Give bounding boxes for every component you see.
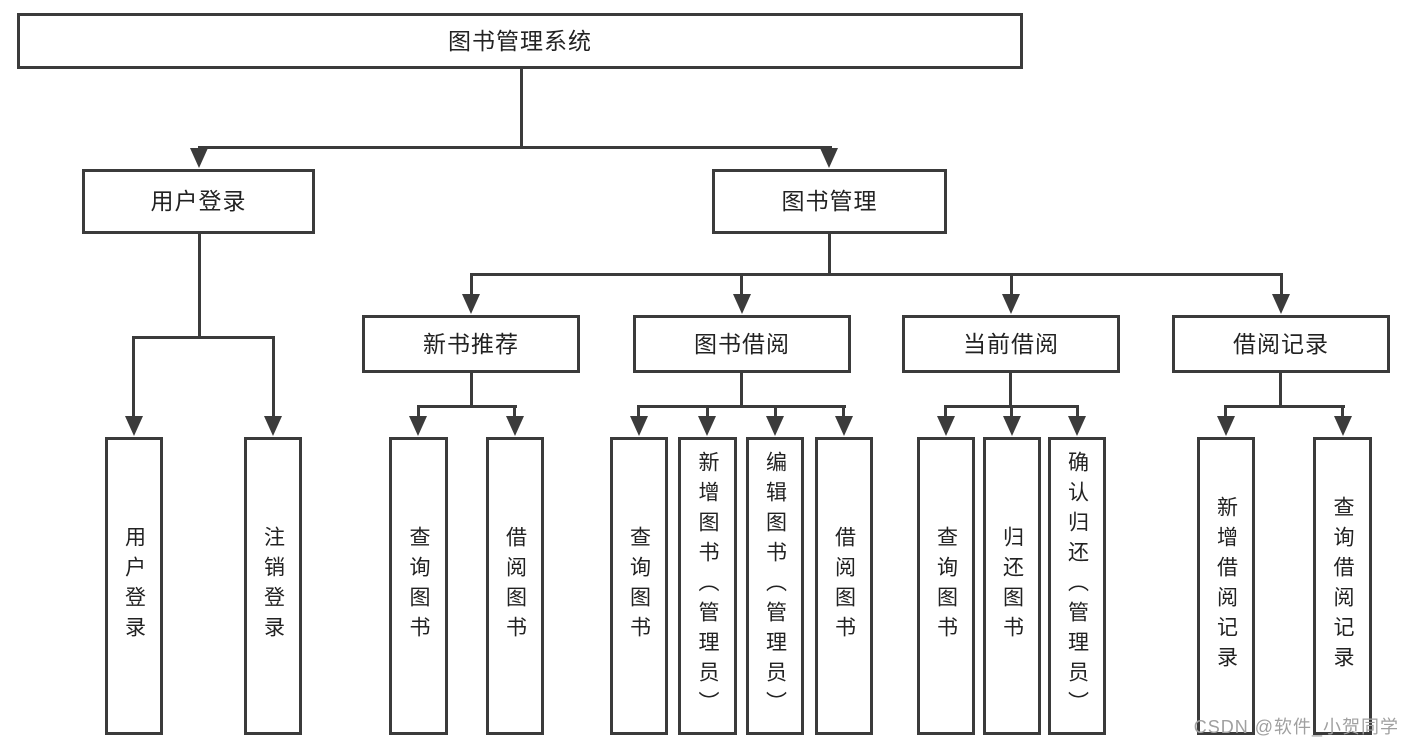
leaf-cb-confirm-return-admin-label: 确认归还（管理员）	[1065, 451, 1089, 721]
connector-vline	[520, 69, 523, 146]
leaf-cb-return-books-label: 归还图书	[1000, 526, 1024, 646]
connector-hline	[198, 146, 832, 149]
connector-vline	[1010, 405, 1013, 420]
leaf-cb-confirm-return-admin: 确认归还（管理员）	[1048, 437, 1106, 735]
leaf-bb-borrow-books-label: 借阅图书	[832, 526, 856, 646]
arrow-down-icon	[1217, 416, 1235, 436]
arrow-down-icon	[937, 416, 955, 436]
node-borrow-records: 借阅记录	[1172, 315, 1390, 373]
node-user-login: 用户登录	[82, 169, 315, 234]
leaf-br-query-record-label: 查询借阅记录	[1331, 496, 1354, 676]
leaf-br-add-record: 新增借阅记录	[1197, 437, 1255, 735]
node-root: 图书管理系统	[17, 13, 1023, 69]
node-new-book-recommend: 新书推荐	[362, 315, 580, 373]
arrow-down-icon	[820, 148, 838, 168]
leaf-nbr-query-books-label: 查询图书	[407, 526, 430, 646]
node-root-label: 图书管理系统	[448, 27, 592, 54]
connector-vline	[637, 405, 640, 420]
arrow-down-icon	[264, 416, 282, 436]
connector-vline	[828, 234, 831, 273]
arrow-down-icon	[462, 294, 480, 314]
arrow-down-icon	[1068, 416, 1086, 436]
connector-vline	[842, 405, 845, 420]
connector-hline	[470, 273, 1283, 276]
leaf-bb-query-books-label: 查询图书	[627, 526, 651, 646]
node-current-borrow-label: 当前借阅	[963, 330, 1059, 357]
arrow-down-icon	[698, 416, 716, 436]
node-new-book-recommend-label: 新书推荐	[423, 330, 519, 357]
arrow-down-icon	[835, 416, 853, 436]
leaf-nbr-borrow-books-label: 借阅图书	[503, 526, 527, 646]
connector-vline	[1076, 405, 1079, 420]
arrow-down-icon	[630, 416, 648, 436]
connector-vline	[1280, 273, 1283, 298]
arrow-down-icon	[409, 416, 427, 436]
leaf-bb-add-books-admin: 新增图书（管理员）	[678, 437, 737, 735]
leaf-nbr-query-books: 查询图书	[389, 437, 448, 735]
arrow-down-icon	[766, 416, 784, 436]
node-book-borrow-label: 图书借阅	[694, 330, 790, 357]
leaf-bb-query-books: 查询图书	[610, 437, 668, 735]
arrow-down-icon	[190, 148, 208, 168]
leaf-cb-return-books: 归还图书	[983, 437, 1041, 735]
connector-vline	[272, 336, 275, 420]
leaf-cb-query-books-label: 查询图书	[934, 526, 958, 646]
connector-vline	[1224, 405, 1227, 420]
leaf-user-login-label: 用户登录	[122, 526, 146, 646]
arrow-down-icon	[1334, 416, 1352, 436]
arrow-down-icon	[733, 294, 751, 314]
leaf-logout: 注销登录	[244, 437, 302, 735]
node-book-management: 图书管理	[712, 169, 947, 234]
leaf-bb-edit-books-admin-label: 编辑图书（管理员）	[763, 451, 787, 721]
leaf-user-login: 用户登录	[105, 437, 163, 735]
connector-vline	[470, 273, 473, 298]
connector-vline	[1341, 405, 1344, 420]
arrow-down-icon	[1272, 294, 1290, 314]
leaf-br-query-record: 查询借阅记录	[1313, 437, 1372, 735]
connector-vline	[1010, 273, 1013, 298]
csdn-watermark: CSDN @软件_小贺同学	[1193, 717, 1399, 737]
connector-vline	[417, 405, 420, 420]
connector-vline	[513, 405, 516, 420]
arrow-down-icon	[1002, 294, 1020, 314]
connector-hline	[417, 405, 517, 408]
node-user-login-label: 用户登录	[150, 188, 247, 214]
connector-vline	[132, 336, 135, 420]
connector-vline	[774, 405, 777, 420]
leaf-bb-borrow-books: 借阅图书	[815, 437, 873, 735]
connector-vline	[470, 373, 473, 405]
node-borrow-records-label: 借阅记录	[1233, 330, 1329, 357]
connector-hline	[132, 336, 275, 339]
connector-vline	[944, 405, 947, 420]
connector-hline	[1224, 405, 1345, 408]
arrow-down-icon	[125, 416, 143, 436]
leaf-nbr-borrow-books: 借阅图书	[486, 437, 544, 735]
connector-vline	[198, 234, 201, 336]
node-current-borrow: 当前借阅	[902, 315, 1120, 373]
node-book-management-label: 图书管理	[781, 188, 878, 214]
arrow-down-icon	[1003, 416, 1021, 436]
connector-hline	[637, 405, 846, 408]
connector-vline	[740, 273, 743, 298]
leaf-logout-label: 注销登录	[261, 526, 285, 646]
arrow-down-icon	[506, 416, 524, 436]
node-book-borrow: 图书借阅	[633, 315, 851, 373]
leaf-bb-add-books-admin-label: 新增图书（管理员）	[696, 451, 719, 721]
connector-vline	[1009, 373, 1012, 405]
connector-vline	[740, 373, 743, 405]
connector-vline	[706, 405, 709, 420]
leaf-br-add-record-label: 新增借阅记录	[1214, 496, 1238, 676]
leaf-bb-edit-books-admin: 编辑图书（管理员）	[746, 437, 804, 735]
leaf-cb-query-books: 查询图书	[917, 437, 975, 735]
connector-vline	[1279, 373, 1282, 405]
